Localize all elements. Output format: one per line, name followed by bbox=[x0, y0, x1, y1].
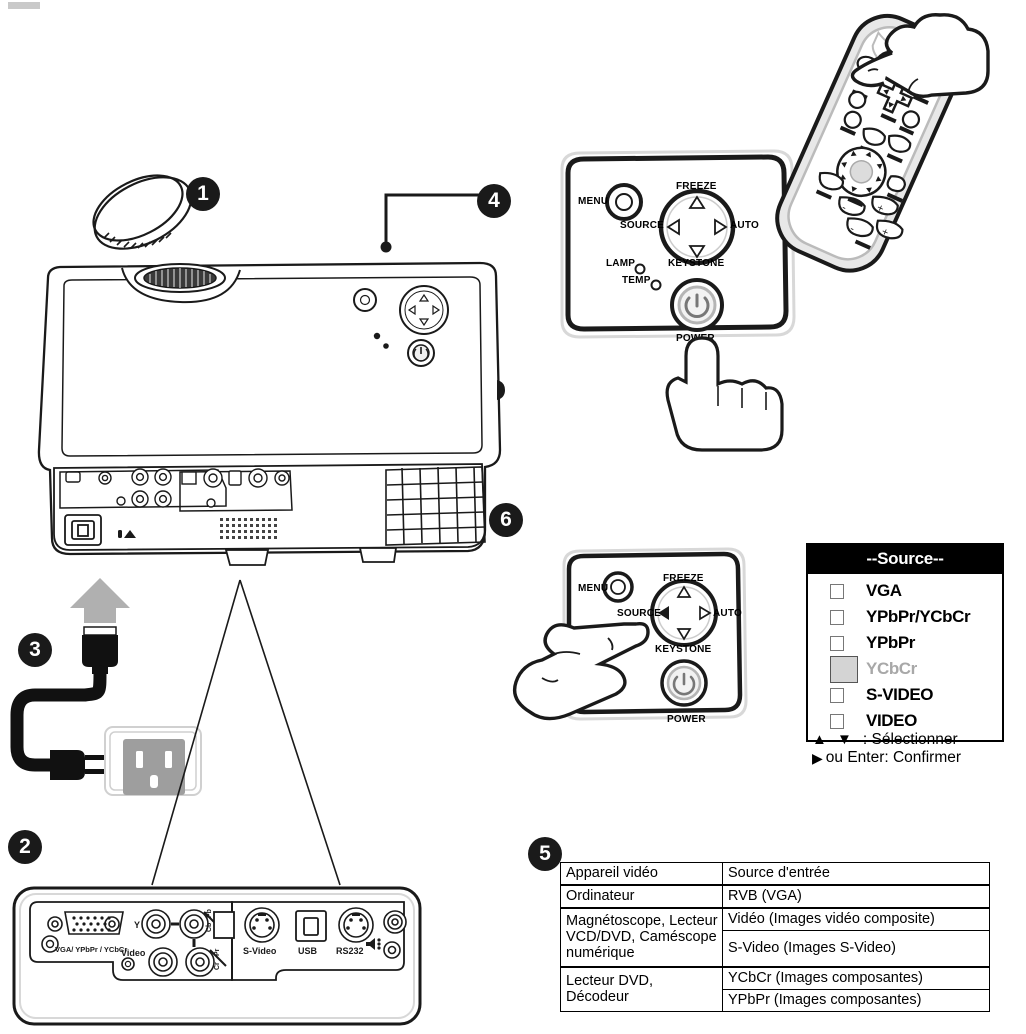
zoom-leader-lines bbox=[151, 579, 341, 886]
osd-legend-select-row: ▲ ▼ : Sélectionner bbox=[812, 731, 1026, 749]
label-freeze-6: FREEZE bbox=[663, 573, 704, 584]
table-row: Magnétoscope, Lecteur VCD/DVD, Caméscope… bbox=[560, 907, 990, 968]
lamp-indicator-led bbox=[373, 332, 381, 340]
cell-source-ycbcr: YCbCr (Images composantes) bbox=[722, 966, 990, 990]
osd-legend: ▲ ▼ : Sélectionner ▶ ou Enter: Confirmer bbox=[812, 731, 1026, 767]
osd-legend-confirm-text: ou Enter: Confirmer bbox=[825, 749, 962, 766]
step-badge-4: 4 bbox=[477, 184, 511, 218]
label-auto-4: AUTO bbox=[730, 220, 759, 231]
exhaust-vent bbox=[385, 466, 486, 546]
label-rs232: RS232 bbox=[336, 946, 364, 956]
nav-arrows-6 bbox=[676, 585, 712, 641]
step-badge-5: 5 bbox=[528, 837, 562, 871]
speaker-icon bbox=[366, 938, 381, 950]
osd-checkbox-icon bbox=[830, 687, 844, 703]
label-usb: USB bbox=[298, 946, 318, 956]
label-y: Y bbox=[134, 920, 140, 930]
svg-text:+: + bbox=[875, 202, 886, 216]
label-menu-6: MENU bbox=[578, 583, 609, 594]
label-source-4: SOURCE bbox=[620, 220, 664, 231]
hand-pressing-power-icon bbox=[665, 336, 784, 452]
label-source-6: SOURCE bbox=[617, 608, 661, 619]
table-row: S-Video (Images S-Video) bbox=[561, 930, 990, 968]
table-header-row: Appareil vidéo Source d'entrée bbox=[560, 862, 990, 886]
cell-source-ypbpr: YPbPr (Images composantes) bbox=[722, 989, 990, 1012]
osd-item-ypbpr[interactable]: YPbPr bbox=[808, 630, 1002, 656]
label-vga: VGA/ YPbPr / YCbCr bbox=[55, 945, 127, 954]
label-freeze-4: FREEZE bbox=[676, 181, 717, 192]
source-left-arrow-pressed bbox=[658, 606, 669, 620]
svg-text:-: - bbox=[848, 223, 857, 236]
ac-power-inlet bbox=[64, 514, 102, 546]
osd-item-ypbpr-ycbcr[interactable]: YPbPr/YCbCr bbox=[808, 604, 1002, 630]
label-temp-4: TEMP bbox=[622, 275, 651, 286]
io-panel-illustration: VGA/ YPbPr / YCbCr Y Pb Cb Pr Cr Video S… bbox=[12, 886, 422, 1026]
projector-illustration bbox=[37, 174, 505, 566]
audio-jack-icon bbox=[383, 910, 407, 959]
label-video: Video bbox=[121, 948, 146, 958]
osd-title: --Source-- bbox=[808, 545, 1002, 574]
hand-pressing-remote-icon bbox=[850, 13, 990, 99]
cell-device-computer: Ordinateur bbox=[560, 884, 723, 909]
insert-direction-arrow bbox=[70, 578, 130, 623]
label-keystone-4: KEYSTONE bbox=[668, 258, 725, 269]
label-auto-6: AUTO bbox=[713, 608, 742, 619]
cell-device-vcr-dvd: Magnétoscope, Lecteur VCD/DVD, Caméscope… bbox=[560, 907, 723, 968]
osd-legend-confirm-row: ▶ ou Enter: Confirmer bbox=[812, 749, 1026, 767]
scan-artifact bbox=[8, 2, 40, 9]
table-row: Lecteur DVD, Décodeur YCbCr (Images comp… bbox=[560, 966, 990, 1012]
step-badge-1: 1 bbox=[186, 177, 220, 211]
nav-arrows-4 bbox=[666, 195, 728, 259]
label-svideo: S-Video bbox=[243, 946, 277, 956]
control-panel-4 bbox=[560, 149, 796, 339]
osd-legend-select-text: : Sélectionner bbox=[862, 731, 958, 748]
osd-checkbox-selected-icon bbox=[830, 655, 858, 683]
step-badge-3: 3 bbox=[18, 633, 52, 667]
osd-item-ycbcr[interactable]: YCbCr bbox=[808, 655, 1002, 683]
callout-leader-line-4 bbox=[380, 193, 490, 253]
label-pr: Pr bbox=[214, 948, 221, 956]
right-arrow-icon: ▶ bbox=[812, 750, 823, 766]
label-cb: Cb bbox=[206, 923, 213, 932]
osd-item-s-video[interactable]: S-VIDEO bbox=[808, 682, 1002, 708]
cell-device-dvd-decoder: Lecteur DVD, Décodeur bbox=[560, 966, 723, 1012]
lens-cap-icon bbox=[92, 174, 193, 250]
cell-source-rgb: RVB (VGA) bbox=[722, 884, 990, 909]
lamp-led-4 bbox=[634, 263, 646, 275]
label-pb: Pb bbox=[206, 909, 213, 918]
label-lamp-4: LAMP bbox=[606, 258, 636, 269]
temp-indicator-led bbox=[383, 343, 389, 349]
osd-item-list: VGA YPbPr/YCbCr YPbPr YCbCr S-VIDEO VIDE… bbox=[808, 574, 1002, 740]
table-row: Ordinateur RVB (VGA) bbox=[560, 884, 990, 909]
header-source: Source d'entrée bbox=[722, 862, 990, 886]
osd-checkbox-icon bbox=[830, 609, 844, 625]
label-power-6: POWER bbox=[667, 714, 706, 725]
svg-text:+: + bbox=[879, 226, 890, 240]
label-keystone-6: KEYSTONE bbox=[655, 644, 712, 655]
osd-source-menu[interactable]: --Source-- VGA YPbPr/YCbCr YPbPr YCbCr S… bbox=[806, 543, 1004, 742]
osd-item-video[interactable]: VIDEO bbox=[808, 708, 1002, 734]
table-row: YPbPr (Images composantes) bbox=[561, 989, 990, 1012]
header-device: Appareil vidéo bbox=[560, 862, 723, 886]
label-menu-4: MENU bbox=[578, 196, 609, 207]
source-reference-table: Appareil vidéo Source d'entrée Ordinateu… bbox=[560, 862, 990, 1012]
control-panel-6 bbox=[562, 547, 748, 721]
speaker-grille bbox=[220, 518, 277, 539]
step-badge-6: 6 bbox=[489, 503, 523, 537]
osd-checkbox-icon bbox=[830, 713, 844, 729]
updown-arrows-icon: ▲ ▼ bbox=[812, 731, 855, 748]
osd-item-vga[interactable]: VGA bbox=[808, 578, 1002, 604]
usb-connector-icon bbox=[295, 910, 327, 942]
cell-source-svideo: S-Video (Images S-Video) bbox=[722, 930, 990, 968]
osd-checkbox-icon bbox=[830, 635, 844, 651]
step-badge-2: 2 bbox=[8, 830, 42, 864]
cell-source-composite: Vidéo (Images vidéo composite) bbox=[722, 907, 990, 931]
osd-checkbox-icon bbox=[830, 583, 844, 599]
power-cord-illustration bbox=[10, 578, 202, 796]
svg-text:-: - bbox=[840, 202, 849, 215]
hand-pressing-source-icon bbox=[512, 621, 650, 721]
temp-led-4 bbox=[650, 279, 662, 291]
label-cr: Cr bbox=[214, 962, 221, 970]
